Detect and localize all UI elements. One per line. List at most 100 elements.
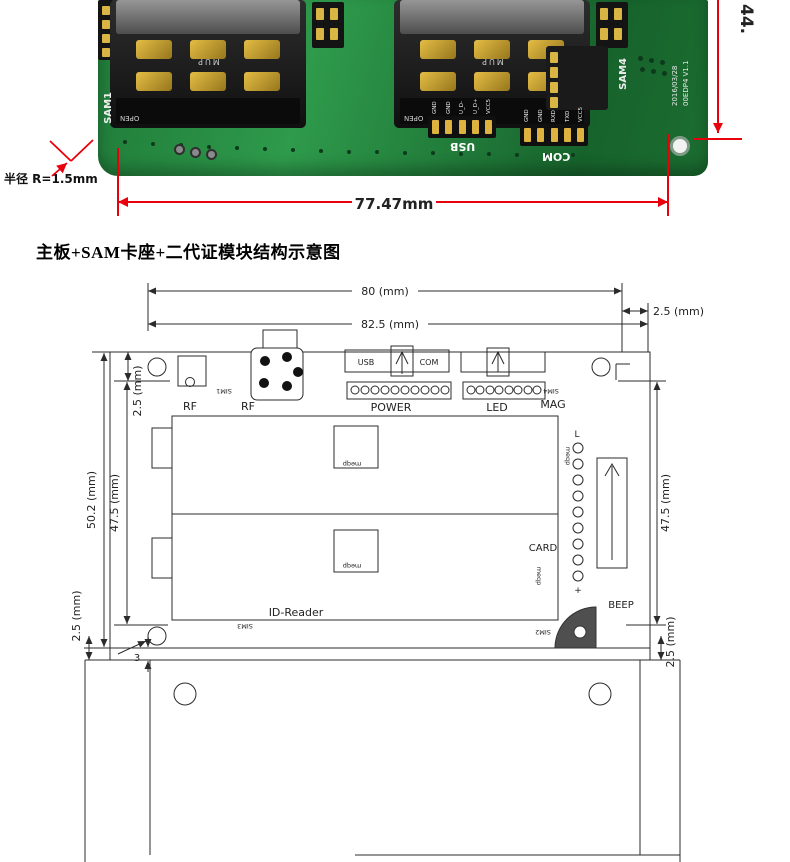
mounting-hole [173, 682, 197, 706]
solder-hole [206, 149, 217, 160]
gold-pin [600, 28, 608, 40]
schematic: 80 (mm) 82.5 (mm) 2.5 (mm) 2.5 (mm) [70, 283, 704, 862]
label-corner-l: L [574, 430, 579, 440]
mag-connector [572, 442, 628, 582]
gold-contact [474, 40, 510, 59]
photo-height-dimension: 44. [694, 0, 756, 140]
gold-contact [136, 40, 172, 59]
tiny-mark-edge: meqp [564, 447, 572, 466]
solder-hole [174, 144, 185, 155]
gold-contact [136, 72, 172, 91]
callout-line [49, 140, 72, 162]
tiny-mark-pad2: meqp [343, 562, 362, 570]
gold-pin [550, 128, 558, 142]
callout-arrow [51, 162, 68, 177]
com-pin-row [520, 124, 588, 146]
usb-pin-row [428, 116, 496, 138]
pin-header [596, 2, 628, 48]
label-power: POWER [371, 401, 412, 414]
tiny-mark-under-card: meqp [535, 567, 543, 586]
power-connector [344, 345, 452, 400]
label-com: COM [420, 358, 439, 367]
pcb-photo: MUP OPEN MUP OPEN [98, 0, 708, 176]
gold-contact [244, 72, 280, 91]
via-cluster [638, 56, 643, 61]
gold-pin [330, 28, 338, 40]
gold-pin [550, 67, 558, 78]
height-value: 44. [736, 4, 756, 34]
sim-metal-lid [400, 0, 584, 34]
gold-pin [432, 120, 439, 134]
label-plus: + [574, 586, 582, 596]
dim-right-bottom-2-5mm: 2.5 (mm) [657, 616, 677, 668]
tiny-mark-sim4: SIM4 [543, 387, 559, 395]
gold-contact [190, 40, 226, 59]
dim-82-5mm: 82.5 (mm) [148, 303, 649, 352]
sim-holder-sam1: MUP OPEN [110, 0, 306, 128]
page-title: 主板+SAM卡座+二代证模块结构示意图 [36, 243, 341, 262]
tiny-mark-sim3: SIM3 [237, 622, 253, 630]
gold-pin [614, 28, 622, 40]
gold-pin [102, 20, 110, 29]
id-reader-module [151, 415, 559, 621]
sim-flap [116, 98, 300, 124]
tiny-mark-sim2: SIM2 [535, 628, 551, 636]
dim-left-47-5mm: 47.5 (mm) [108, 382, 168, 626]
mounting-hole [147, 626, 167, 646]
dim-lb25-label: 2.5 (mm) [70, 590, 83, 641]
tiny-mark-pad1: meqp [343, 460, 362, 468]
gold-pin [316, 28, 324, 40]
label-mag: MAG [540, 398, 565, 411]
dim-825-label: 82.5 (mm) [361, 318, 419, 331]
label-led: LED [486, 401, 508, 414]
hole-leader [117, 640, 147, 655]
schematic-labels: RF RF USB COM POWER LED MAG L CARD + BEE… [183, 358, 634, 636]
lower-board [84, 648, 681, 862]
mounting-hole [147, 357, 167, 377]
via-dots [123, 140, 127, 144]
dim-r475-label: 47.5 (mm) [659, 474, 672, 532]
photo-radius-callout [49, 139, 94, 177]
gold-pin [600, 8, 608, 20]
photo-width-dimension: 77.47mm [117, 134, 669, 216]
sim-holder-2: MUP OPEN [394, 0, 590, 128]
gold-pin [614, 8, 622, 20]
gold-pin [102, 34, 110, 43]
gold-pin [537, 128, 545, 142]
label-rf1: RF [183, 400, 197, 413]
rf-shield [250, 329, 304, 401]
dim-left-bottom-2-5mm: 2.5 (mm) [70, 590, 93, 660]
gold-contact [474, 72, 510, 91]
beep-speaker [554, 606, 597, 649]
gold-pin [550, 97, 558, 108]
dim-80-label: 80 (mm) [361, 285, 409, 298]
radius-annotation: 半径 R=1.5mm [4, 172, 98, 186]
dim-tr25-label: 2.5 (mm) [653, 305, 704, 318]
dim-50-2mm: 50.2 (mm) [84, 351, 110, 649]
gold-pin [550, 52, 558, 63]
label-beep: BEEP [608, 600, 634, 611]
gold-pin [102, 6, 110, 15]
dim-l475-label: 47.5 (mm) [108, 474, 121, 532]
gold-pin [445, 120, 453, 134]
solder-hole [190, 147, 201, 158]
label-card: CARD [529, 543, 558, 554]
gold-contact [190, 72, 226, 91]
gold-pin [330, 8, 338, 20]
dim-rb25-label: 2.5 (mm) [664, 616, 677, 667]
gold-pin [524, 128, 531, 142]
width-value: 77.47mm [355, 195, 434, 213]
label-id-reader: ID-Reader [269, 606, 324, 619]
gold-pin [550, 82, 558, 93]
mounting-hole [588, 682, 612, 706]
gold-pin [316, 8, 324, 20]
callout-line [70, 139, 94, 162]
mounting-hole [591, 357, 611, 377]
gold-contact [244, 40, 280, 59]
sam4-connector [546, 46, 608, 110]
dim-502-label: 50.2 (mm) [85, 471, 98, 529]
gold-pin [471, 120, 479, 134]
label-usb: USB [358, 358, 374, 367]
sim-metal-lid [116, 0, 300, 34]
